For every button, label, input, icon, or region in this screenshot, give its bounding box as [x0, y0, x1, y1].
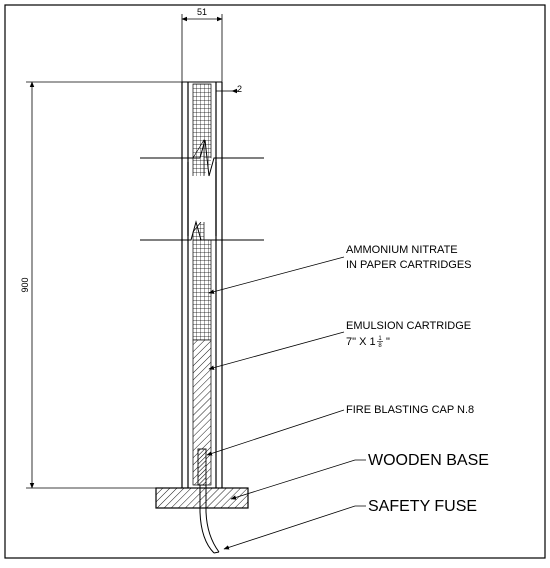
emulsion-size-prefix: 7" X 1: [346, 336, 376, 348]
blasting-cap-leader: [206, 409, 345, 456]
blasting-cap-label: FIRE BLASTING CAP N.8: [346, 404, 474, 416]
width-dimension-label: 51: [197, 7, 207, 17]
emulsion-size-label: 7" X 1 1 8 ": [346, 336, 390, 349]
wooden-base-leader: [230, 459, 366, 500]
drawing-frame: [4, 4, 546, 559]
emulsion-size-frac-num: 1: [378, 336, 382, 342]
height-dimension: 900: [20, 81, 182, 489]
safety-fuse-leader: [223, 505, 366, 550]
ammonium-nitrate-column: [192, 83, 212, 341]
emulsion-leader: [208, 331, 345, 370]
wooden-base-label: WOODEN BASE: [368, 452, 489, 469]
width-dimension: 51: [181, 7, 223, 82]
blast-hole-walls: [181, 81, 223, 488]
height-dimension-label: 900: [20, 277, 30, 292]
ammonium-label-line2: IN PAPER CARTRIDGES: [346, 259, 472, 271]
blasting-cap: [197, 448, 207, 486]
ammonium-leader: [208, 256, 345, 294]
emulsion-size-suffix: ": [386, 336, 390, 348]
ammonium-label-line1: AMMONIUM NITRATE: [346, 244, 458, 256]
emulsion-size-frac-den: 8: [378, 343, 382, 349]
emulsion-label-line1: EMULSION CARTRIDGE: [346, 320, 471, 332]
break-symbol: [140, 139, 264, 241]
wall-thickness-dimension: 2: [216, 84, 242, 94]
wooden-base: [155, 487, 249, 509]
safety-fuse: [199, 485, 220, 554]
safety-fuse-label: SAFETY FUSE: [368, 498, 477, 515]
wall-thickness-label: 2: [237, 84, 242, 94]
